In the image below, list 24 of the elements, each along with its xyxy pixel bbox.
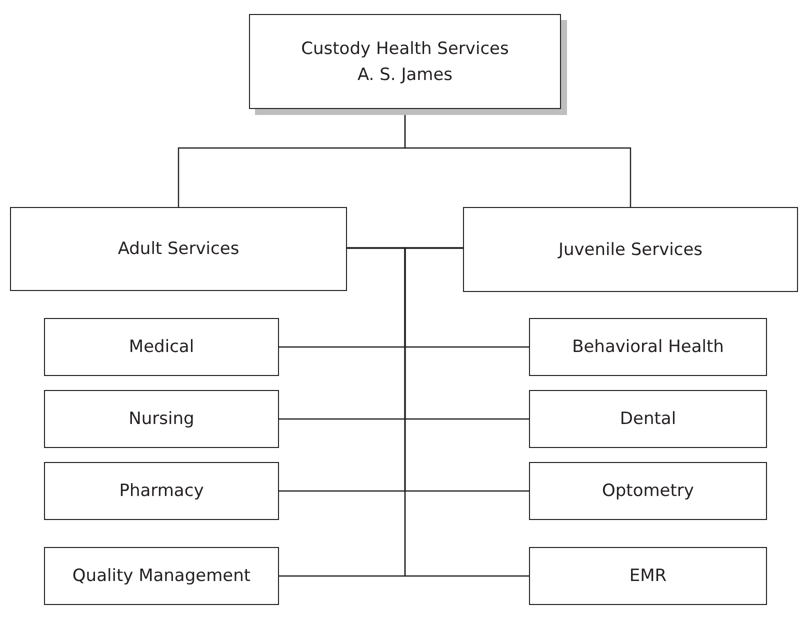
unit-box [529,462,767,520]
person-name: A. S. James [357,64,453,86]
unit-name: Medical [128,336,194,359]
unit-box [529,547,767,605]
unit-box [529,318,767,376]
connector-line [404,247,529,577]
unit-name: Quality Management [72,565,251,588]
unit-title: Custody Health Services [301,38,509,60]
connector-line [279,247,406,577]
unit-name: Optometry [602,480,694,503]
unit-box [44,318,279,376]
unit-name: Dental [620,408,676,431]
unit-name: EMR [629,565,667,588]
unit-box [44,390,279,448]
unit-name: Nursing [128,408,194,431]
unit-box [44,462,279,520]
unit-box [44,547,279,605]
unit-name: Behavioral Health [572,336,724,359]
division-box [463,207,798,292]
unit-name: Pharmacy [119,480,204,503]
unit-name: Adult Services [118,238,240,261]
division-box [10,207,347,291]
unit-box [529,390,767,448]
unit-name: Juvenile Services [558,238,703,262]
